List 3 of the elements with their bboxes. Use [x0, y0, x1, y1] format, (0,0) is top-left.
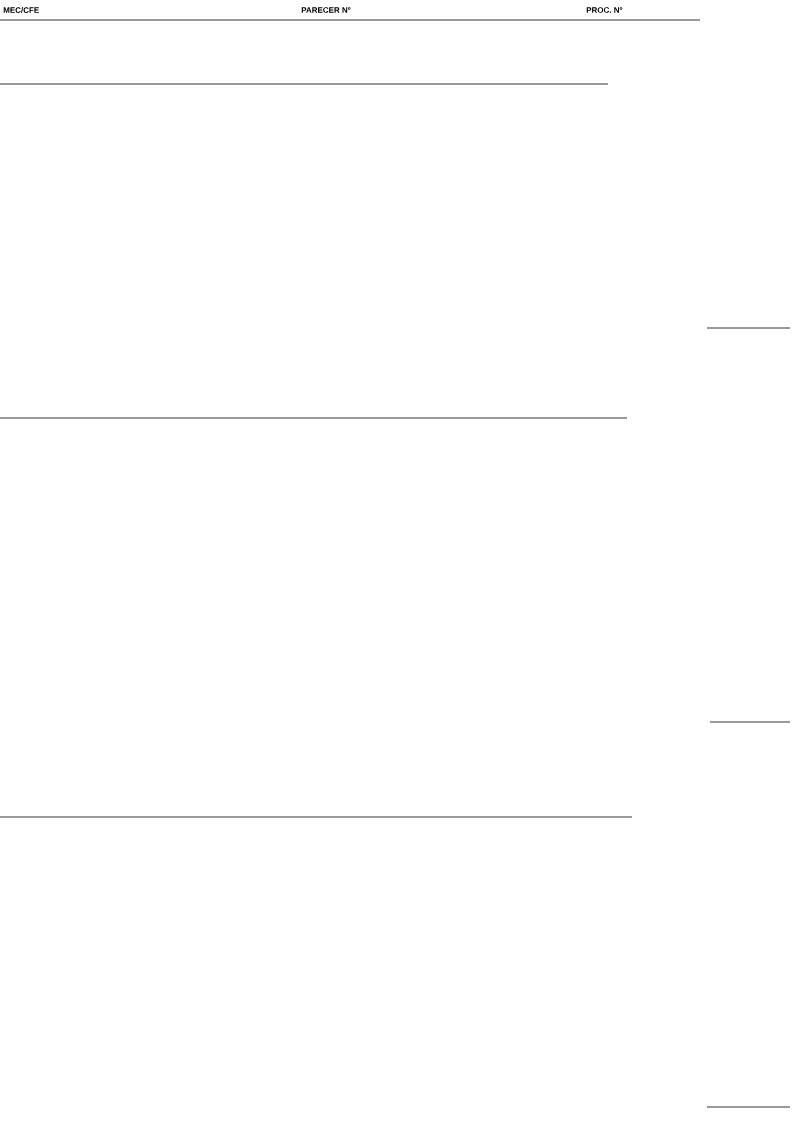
header-label: PROC. Nº	[586, 7, 623, 13]
header-label: PARECER Nº	[301, 7, 351, 13]
header-label: MEC/CFE	[3, 7, 39, 13]
